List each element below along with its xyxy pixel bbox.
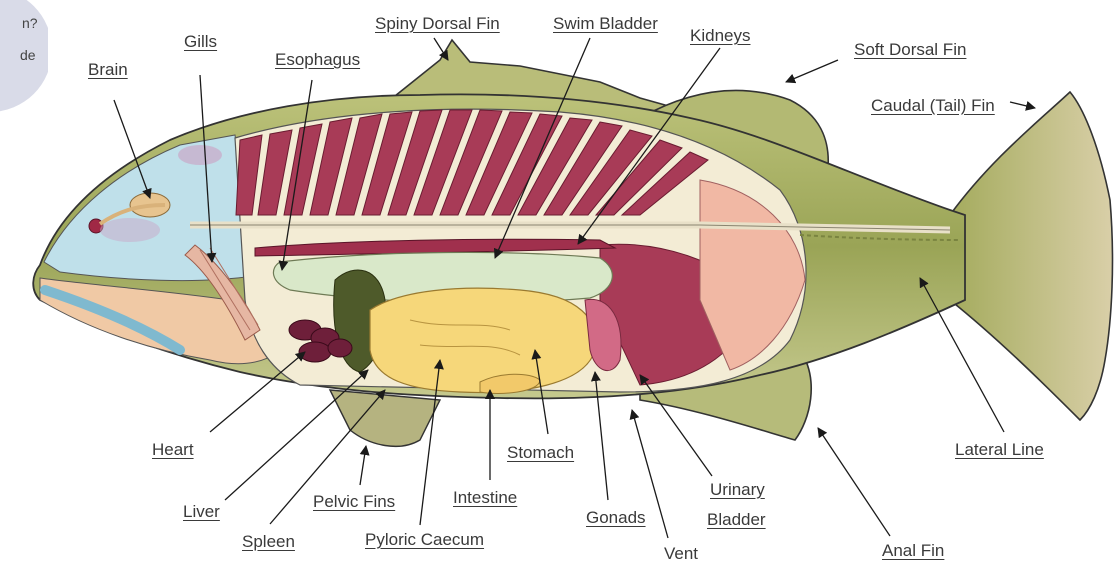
- label-spleen: Spleen: [242, 532, 295, 552]
- label-lateral-line: Lateral Line: [955, 440, 1044, 460]
- label-stomach: Stomach: [507, 443, 574, 463]
- label-pelvic-fins: Pelvic Fins: [313, 492, 395, 512]
- stomach-intestine-shape: [370, 288, 596, 392]
- label-swim-bladder: Swim Bladder: [553, 14, 658, 34]
- pelvic-fins-shape: [330, 390, 440, 446]
- label-anal-fin: Anal Fin: [882, 541, 944, 561]
- label-gonads: Gonads: [586, 508, 646, 528]
- label-spiny-dorsal-fin: Spiny Dorsal Fin: [375, 14, 500, 34]
- label-kidneys: Kidneys: [690, 26, 750, 46]
- label-heart: Heart: [152, 440, 194, 460]
- label-soft-dorsal-fin: Soft Dorsal Fin: [854, 40, 966, 60]
- label-brain: Brain: [88, 60, 128, 80]
- label-pyloric-caecum: Pyloric Caecum: [365, 530, 484, 550]
- label-urinary-bladder-line2: Bladder: [707, 510, 766, 530]
- label-liver: Liver: [183, 502, 220, 522]
- caudal-fin-shape: [950, 92, 1112, 420]
- label-intestine: Intestine: [453, 488, 517, 508]
- label-urinary-bladder-line1: Urinary: [710, 480, 765, 500]
- label-vent: Vent: [664, 544, 698, 564]
- label-esophagus: Esophagus: [275, 50, 360, 70]
- label-caudal-fin: Caudal (Tail) Fin: [871, 96, 995, 116]
- label-gills: Gills: [184, 32, 217, 52]
